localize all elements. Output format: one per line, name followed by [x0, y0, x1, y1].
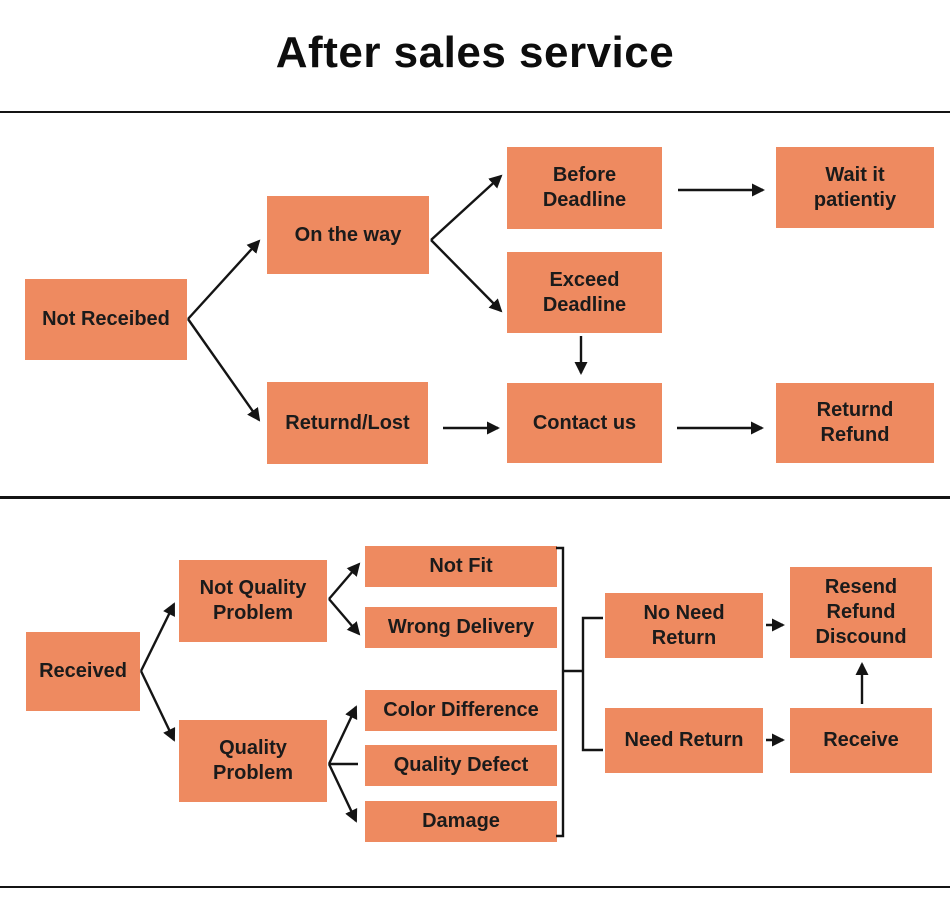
bracket-outcomes	[556, 546, 565, 838]
page-title: After sales service	[275, 28, 675, 77]
node-wrong-delivery: Wrong Delivery	[365, 607, 557, 648]
node-need-return: Need Return	[605, 708, 763, 773]
node-resend-refund-discount: Resend Refund Discound	[790, 567, 932, 658]
arrow-quality-colordifference	[327, 705, 358, 765]
node-received: Received	[26, 632, 140, 711]
node-contact-us: Contact us	[507, 383, 662, 463]
node-not-quality-problem: Not Quality Problem	[179, 560, 327, 642]
node-before-deadline: Before Deadline	[507, 147, 662, 229]
divider-middle	[0, 496, 950, 499]
arrow-notreceived-returnedlost	[187, 318, 261, 422]
arrow-received-notquality	[139, 602, 176, 672]
arrow-notquality-notfit	[328, 562, 361, 600]
node-not-received: Not Receibed	[25, 279, 187, 360]
arrow-quality-damage	[327, 763, 358, 823]
node-not-fit: Not Fit	[365, 546, 557, 587]
node-returned-lost: Returnd/Lost	[267, 382, 428, 464]
node-exceed-deadline: Exceed Deadline	[507, 252, 662, 333]
node-damage: Damage	[365, 801, 557, 842]
arrow-received-quality	[139, 670, 176, 742]
divider-bottom	[0, 886, 950, 888]
arrow-notreceived-ontheway	[187, 239, 261, 320]
node-returned-refund: Returnd Refund	[776, 383, 934, 463]
node-quality-problem: Quality Problem	[179, 720, 327, 802]
bracket-split	[581, 616, 603, 752]
divider-top	[0, 111, 950, 113]
node-color-difference: Color Difference	[365, 690, 557, 731]
arrow-notquality-wrongdelivery	[328, 598, 361, 636]
arrow-ontheway-exceeddeadline	[430, 239, 503, 313]
arrow-ontheway-beforedeadline	[430, 174, 503, 241]
node-wait-it-patiently: Wait it patientiy	[776, 147, 934, 228]
node-quality-defect: Quality Defect	[365, 745, 557, 786]
node-on-the-way: On the way	[267, 196, 429, 274]
node-receive: Receive	[790, 708, 932, 773]
node-no-need-return: No Need Return	[605, 593, 763, 658]
